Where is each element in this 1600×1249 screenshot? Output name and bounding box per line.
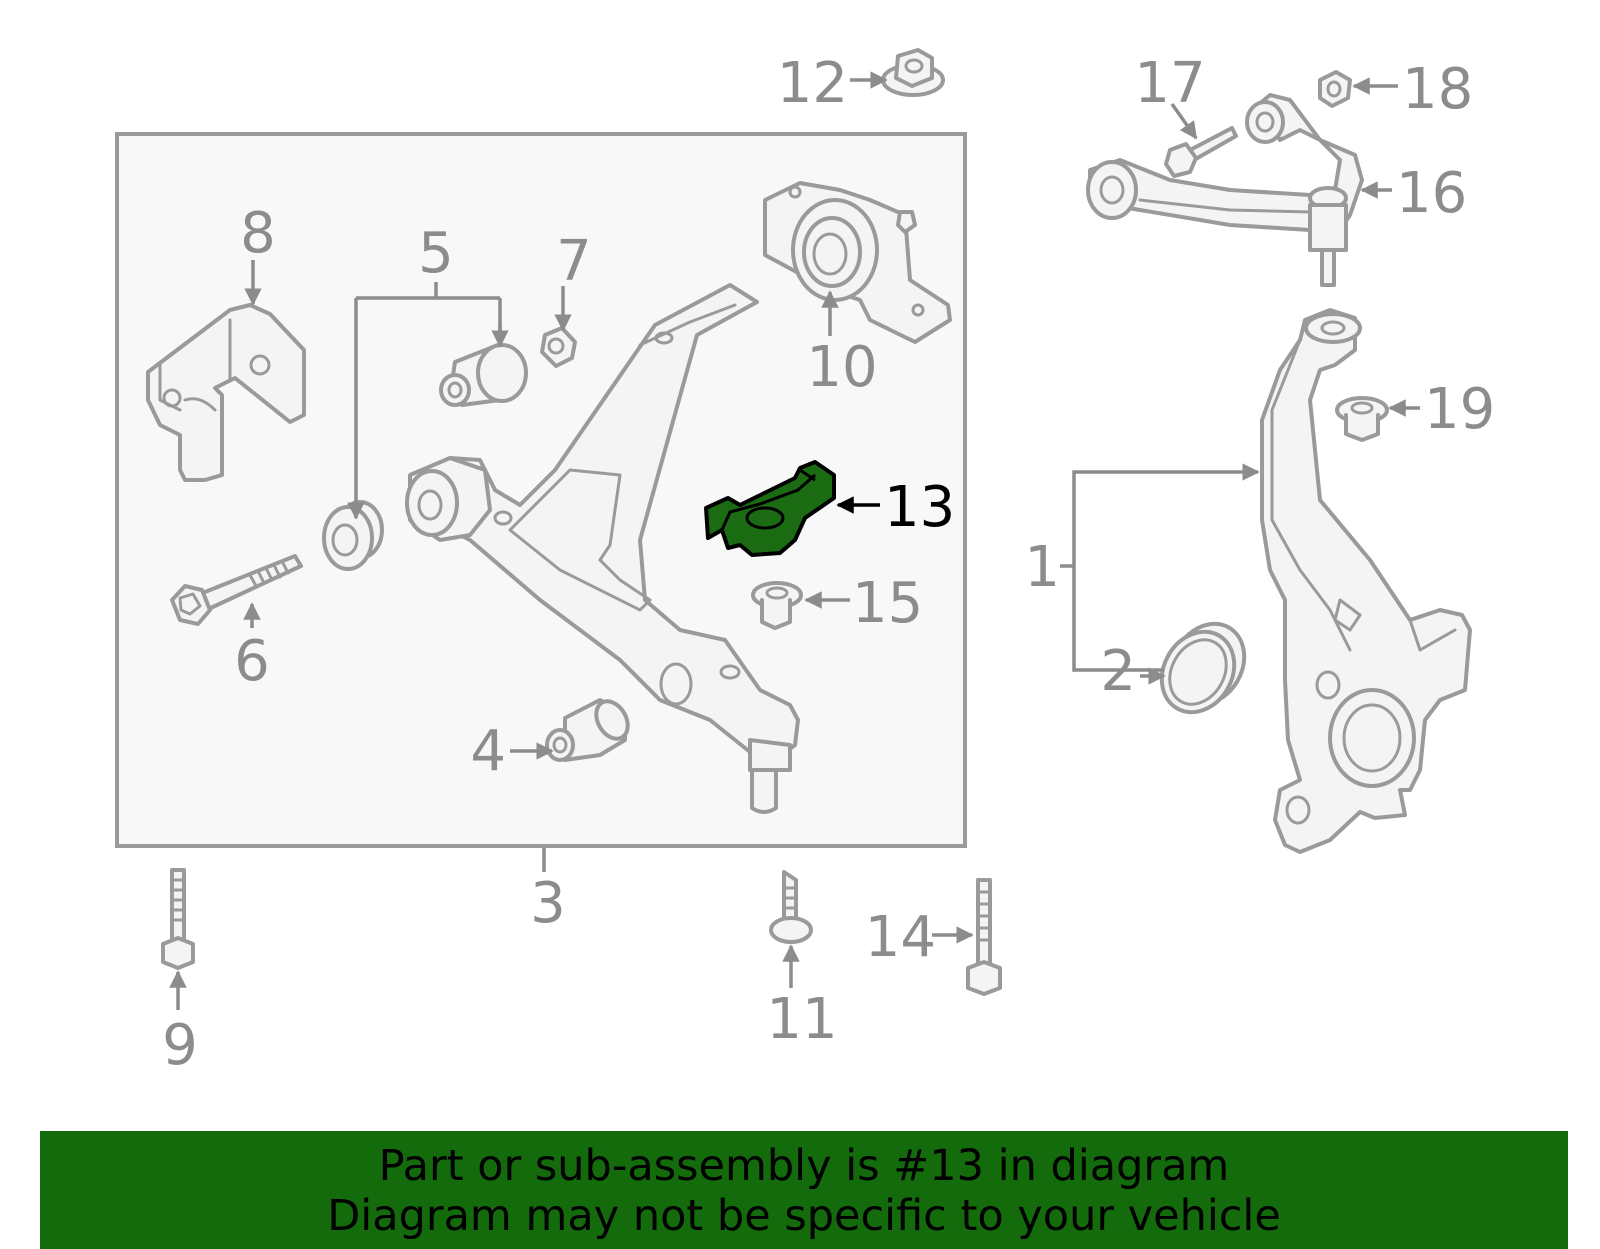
part-11-bolt[interactable] <box>769 870 813 944</box>
part-6-bolt[interactable] <box>170 554 303 626</box>
callout-7[interactable]: 7 <box>556 229 592 294</box>
part-1-knuckle[interactable] <box>1260 308 1472 854</box>
callout-2[interactable]: 2 <box>1100 639 1136 704</box>
part-13-bracket[interactable] <box>704 460 836 557</box>
part-15-nut[interactable] <box>751 581 803 630</box>
callout-16[interactable]: 16 <box>1396 161 1467 226</box>
callout-8[interactable]: 8 <box>240 201 276 266</box>
callout-5[interactable]: 5 <box>418 221 454 286</box>
callout-numbers: 1 2 3 4 5 6 7 8 9 10 11 12 13 14 15 16 1… <box>162 51 1495 1078</box>
callout-3[interactable]: 3 <box>530 871 566 936</box>
callout-19[interactable]: 19 <box>1424 377 1495 442</box>
callout-9[interactable]: 9 <box>162 1013 198 1078</box>
callout-15[interactable]: 15 <box>852 571 923 636</box>
callout-18[interactable]: 18 <box>1402 57 1473 122</box>
part-3-lower-control-arm[interactable] <box>405 283 800 814</box>
part-18-nut[interactable] <box>1318 70 1352 108</box>
part-16-upper-control-arm[interactable] <box>1086 93 1364 287</box>
leader-lines <box>169 71 1420 1010</box>
info-banner: Part or sub-assembly is #13 in diagram D… <box>40 1131 1568 1249</box>
parts-diagram: 1 2 3 4 5 6 7 8 9 10 11 12 13 14 15 16 1… <box>115 48 1495 1078</box>
part-10-mount[interactable] <box>763 181 952 344</box>
callout-14[interactable]: 14 <box>865 905 936 970</box>
callout-12[interactable]: 12 <box>777 51 848 116</box>
callout-17[interactable]: 17 <box>1134 51 1205 116</box>
part-17-bolt[interactable] <box>1164 126 1238 178</box>
part-19-nut[interactable] <box>1335 396 1389 442</box>
part-14-bolt[interactable] <box>966 878 1002 996</box>
part-5-bushing-lower[interactable] <box>322 500 384 571</box>
part-12-nut[interactable] <box>881 48 945 97</box>
banner-line-1: Part or sub-assembly is #13 in diagram <box>378 1141 1230 1191</box>
callout-13[interactable]: 13 <box>884 475 955 540</box>
part-8-bracket[interactable] <box>146 303 306 482</box>
banner-line-2: Diagram may not be specific to your vehi… <box>327 1191 1281 1241</box>
callout-11[interactable]: 11 <box>766 987 837 1052</box>
part-9-bolt[interactable] <box>161 868 195 970</box>
part-4-bushing[interactable] <box>545 696 634 762</box>
callout-6[interactable]: 6 <box>234 629 270 694</box>
callout-4[interactable]: 4 <box>470 719 506 784</box>
part-2-seal[interactable] <box>1148 611 1259 726</box>
callout-10[interactable]: 10 <box>806 335 877 400</box>
callout-1[interactable]: 1 <box>1024 535 1060 600</box>
